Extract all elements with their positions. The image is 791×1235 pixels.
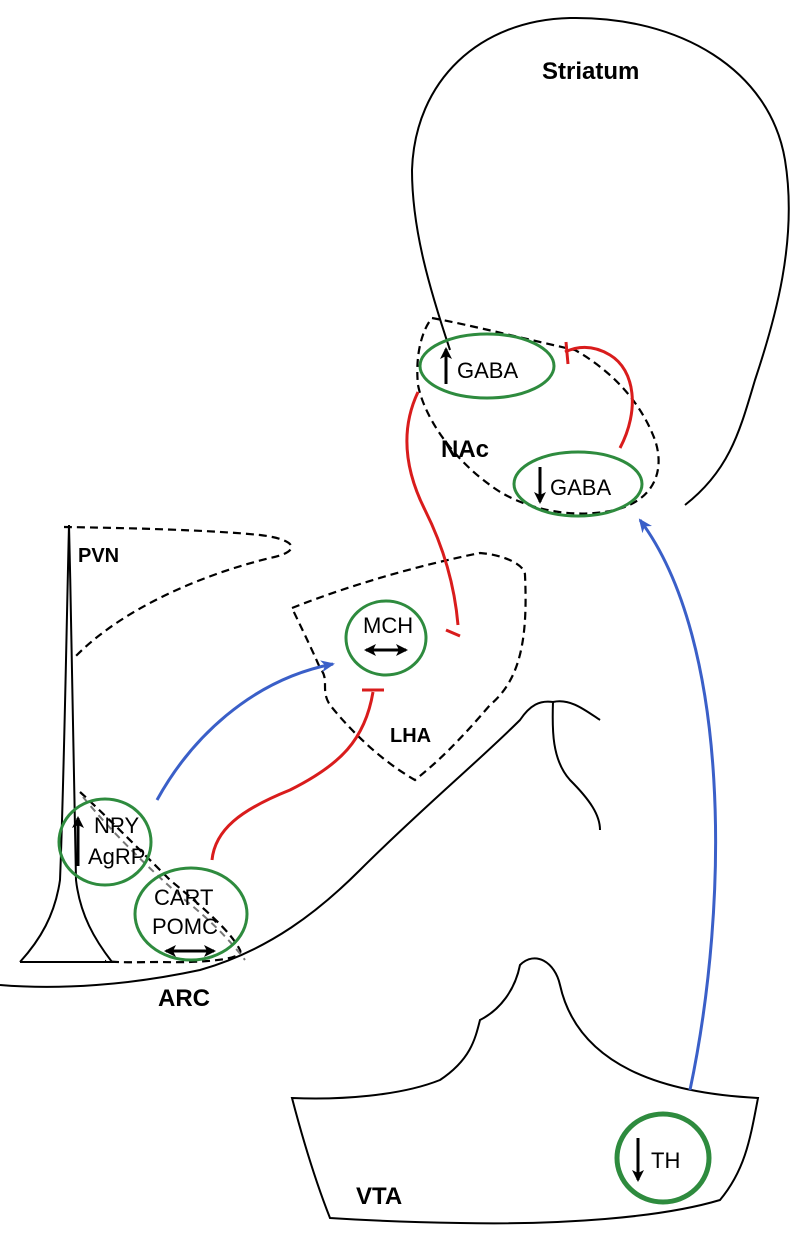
pvn-region-outline bbox=[63, 525, 293, 659]
nac-to-mch-inhibitory bbox=[405, 391, 460, 626]
striatum-outline bbox=[410, 16, 790, 506]
pvn-right-outline bbox=[20, 524, 115, 963]
nac-down-to-up-inhibitory-bar bbox=[564, 341, 570, 365]
vta-to-nac-excitatory bbox=[638, 518, 718, 1091]
nac-region-outline bbox=[416, 316, 660, 515]
npy-to-mch-excitatory bbox=[155, 660, 335, 801]
th-cell: TH bbox=[614, 1111, 712, 1205]
npy-label: NPY bbox=[94, 813, 140, 838]
lower-outline bbox=[552, 700, 601, 721]
pomc-label: POMC bbox=[152, 914, 218, 939]
lha-region-outline bbox=[290, 551, 527, 782]
lha-label: LHA bbox=[390, 725, 431, 747]
npy-agrp-cell: NPY AgRP bbox=[57, 797, 153, 887]
nac-gaba-down-label: GABA bbox=[550, 475, 611, 500]
nac-gaba-up-cell: GABA bbox=[418, 332, 556, 400]
mch-label: MCH bbox=[363, 613, 413, 638]
striatum-label: Striatum bbox=[542, 58, 639, 85]
nac-gaba-up-label: GABA bbox=[457, 358, 518, 383]
cart-label: CART bbox=[154, 885, 214, 910]
pvn-left-outline bbox=[19, 524, 70, 963]
hypothalamus-outline bbox=[0, 700, 601, 988]
cart-to-mch-inhibitory bbox=[210, 691, 375, 861]
nac-to-mch-inhibitory-bar bbox=[445, 628, 461, 638]
arc-label: ARC bbox=[158, 985, 210, 1012]
nac-gaba-down-cell: GABA bbox=[512, 450, 644, 518]
agrp-label: AgRP bbox=[88, 844, 145, 869]
vta-label: VTA bbox=[356, 1183, 402, 1210]
nac-down-to-up-inhibitory bbox=[564, 346, 634, 449]
arc-divider-line bbox=[82, 796, 246, 961]
vta-outline bbox=[290, 957, 760, 1225]
th-label: TH bbox=[651, 1148, 680, 1173]
pvn-label: PVN bbox=[78, 545, 119, 567]
nac-label: NAc bbox=[441, 436, 489, 463]
cart-pomc-cell: CART POMC bbox=[133, 866, 249, 962]
mch-cell: MCH bbox=[344, 599, 428, 677]
